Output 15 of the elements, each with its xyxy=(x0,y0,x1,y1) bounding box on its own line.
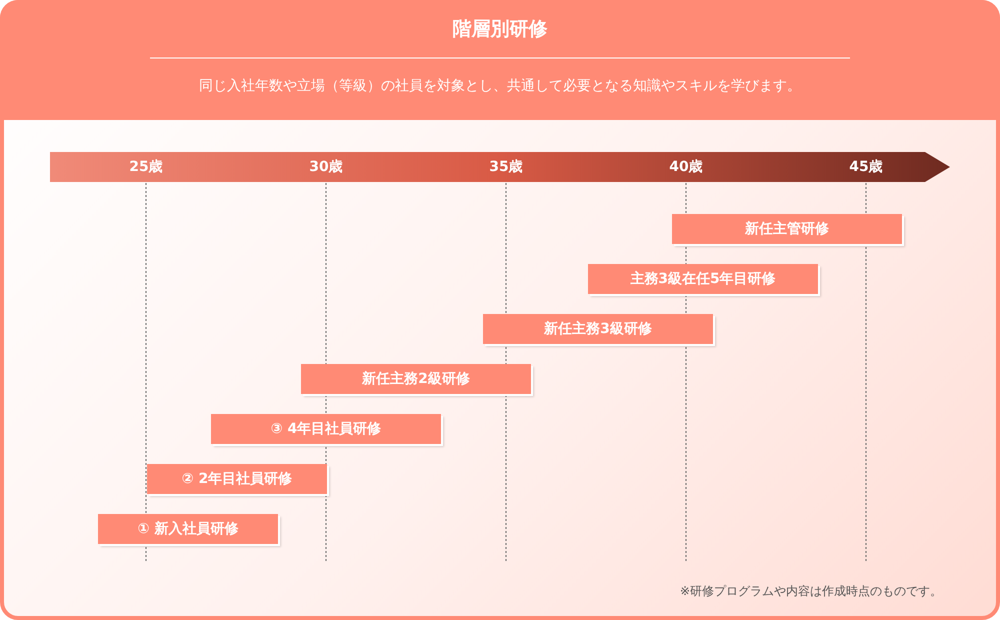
age-label: 40歳 xyxy=(669,158,703,176)
subtitle: 同じ入社年数や立場（等級）の社員を対象とし、共通して必要となる知識やスキルを学びます。 xyxy=(199,78,801,94)
training-bar: 新任主務2級研修 xyxy=(301,364,531,394)
training-bar: 新任主管研修 xyxy=(672,214,902,244)
training-bar: 主務3級在任5年目研修 xyxy=(588,264,818,294)
training-bar: ① 新入社員研修 xyxy=(98,514,278,544)
age-label: 45歳 xyxy=(849,158,883,176)
age-label: 30歳 xyxy=(309,158,343,176)
training-bar: ③ 4年目社員研修 xyxy=(211,414,441,444)
title: 階層別研修 xyxy=(452,18,548,40)
age-label: 35歳 xyxy=(489,158,523,176)
age-label: 25歳 xyxy=(129,158,163,176)
training-bar: ② 2年目社員研修 xyxy=(147,464,327,494)
training-bar: 新任主務3級研修 xyxy=(483,314,713,344)
footnote: ※研修プログラムや内容は作成時点のものです。 xyxy=(680,583,942,600)
